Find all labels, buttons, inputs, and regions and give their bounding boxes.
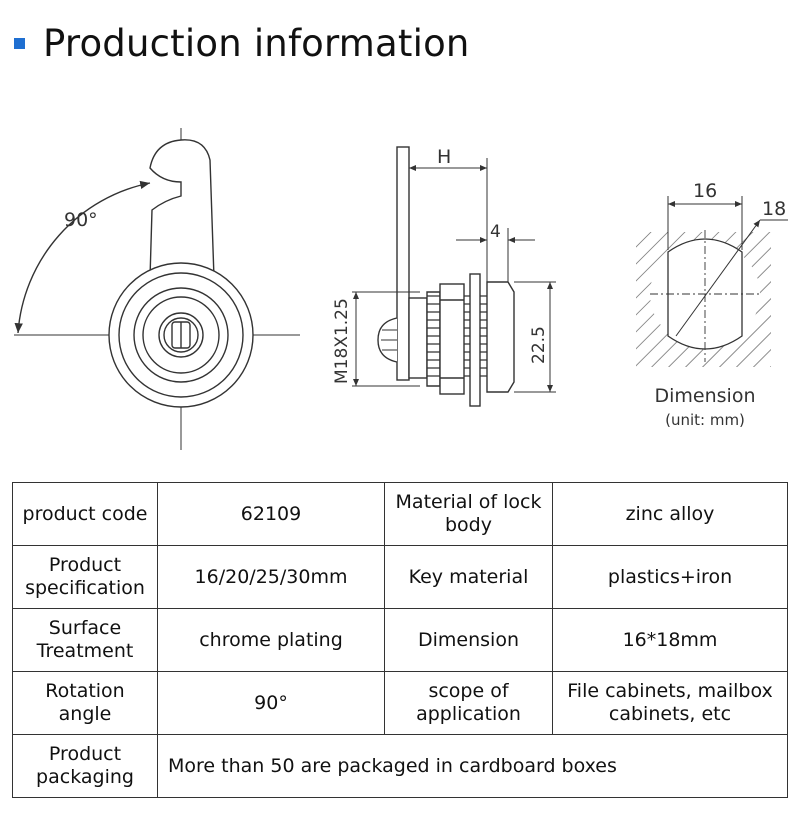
technical-drawing: 90° H <box>14 128 788 450</box>
spec-label: Product specification <box>12 545 158 609</box>
page-header: Production information <box>14 22 470 65</box>
h-dimension-label: H <box>437 146 451 168</box>
front-view <box>14 128 300 450</box>
spec-value: 16/20/25/30mm <box>157 545 385 609</box>
spec-table: product code 62109 Material of lock body… <box>12 482 788 798</box>
spec-label: Key material <box>384 545 553 609</box>
table-row: Surface Treatment chrome plating Dimensi… <box>12 608 788 672</box>
spec-label: product code <box>12 482 158 546</box>
spec-value: 62109 <box>157 482 385 546</box>
spec-label: Dimension <box>384 608 553 672</box>
side-view <box>352 146 556 407</box>
spec-value: 16*18mm <box>552 608 788 672</box>
spec-label: Rotation angle <box>12 671 158 735</box>
spec-value: plastics+iron <box>552 545 788 609</box>
dimension-caption-title: Dimension <box>654 385 756 407</box>
table-row: Product packaging More than 50 are packa… <box>12 734 788 798</box>
spec-value: File cabinets, mailbox cabinets, etc <box>552 671 788 735</box>
spec-label: Surface Treatment <box>12 608 158 672</box>
cutout-height-label: 18 <box>762 198 786 220</box>
dimension-caption-unit: (unit: mm) <box>665 411 745 429</box>
spec-value: 90° <box>157 671 385 735</box>
page-title: Production information <box>43 22 470 65</box>
table-row: Rotation angle 90° scope of application … <box>12 671 788 735</box>
spec-label: scope of application <box>384 671 553 735</box>
spec-value: zinc alloy <box>552 482 788 546</box>
title-marker-icon <box>14 38 25 49</box>
spec-value: More than 50 are packaged in cardboard b… <box>157 734 788 798</box>
table-row: Product specification 16/20/25/30mm Key … <box>12 545 788 609</box>
dimension-caption: Dimension (unit: mm) <box>640 385 770 429</box>
cutout-width-label: 16 <box>693 180 717 202</box>
spec-label: Product packaging <box>12 734 158 798</box>
cutout-view <box>636 196 788 367</box>
rotation-angle-label: 90° <box>64 209 98 231</box>
table-row: product code 62109 Material of lock body… <box>12 482 788 546</box>
height-dimension-label: 22.5 <box>529 326 549 364</box>
thread-dimension-label: M18X1.25 <box>332 298 352 384</box>
depth-dimension-label: 4 <box>490 222 501 242</box>
spec-value: chrome plating <box>157 608 385 672</box>
spec-label: Material of lock body <box>384 482 553 546</box>
